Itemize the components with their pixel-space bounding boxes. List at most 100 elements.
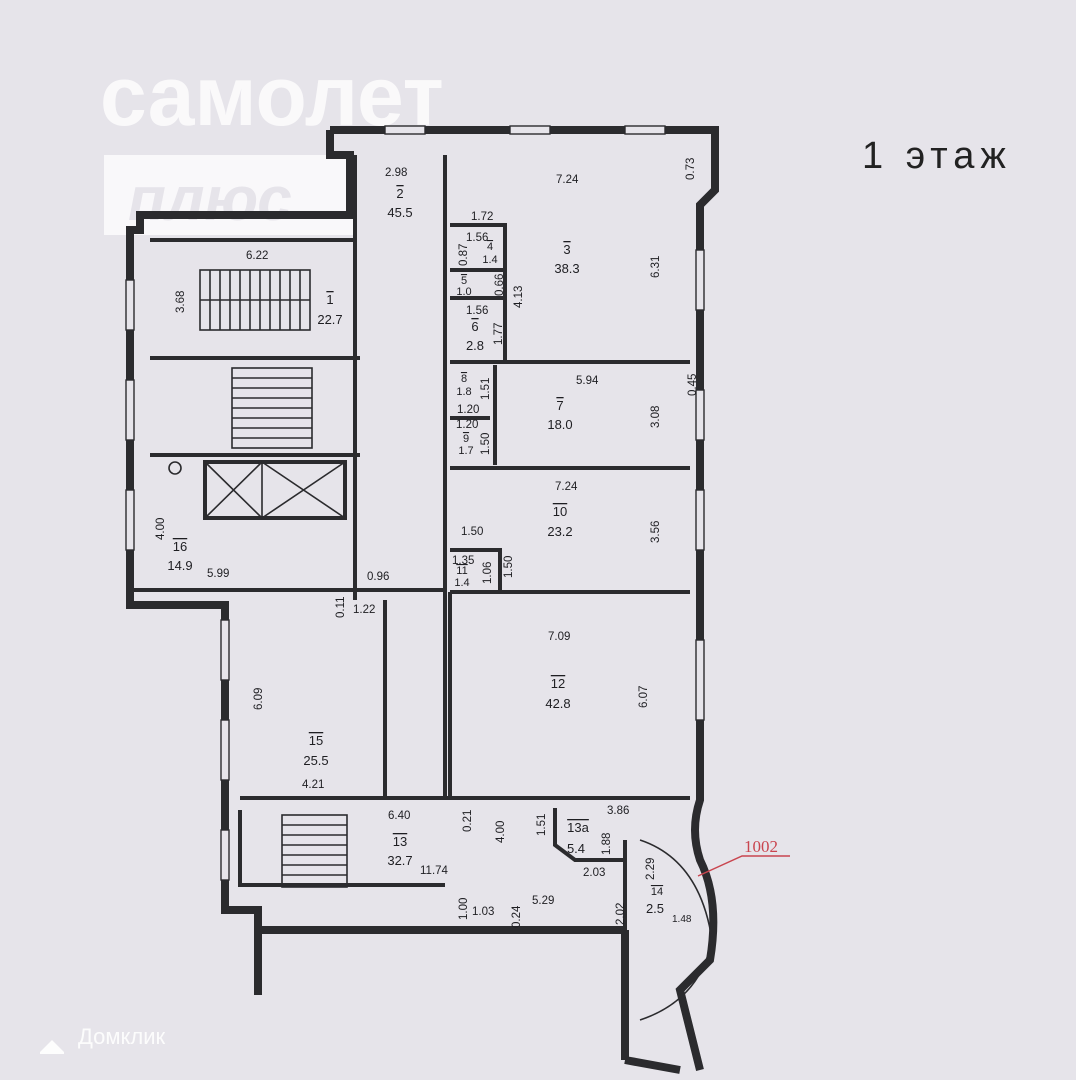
room-number: 12: [551, 676, 565, 691]
interior-walls: [130, 155, 690, 930]
dimension: 1.22: [353, 604, 375, 616]
column-marker: [168, 461, 182, 475]
room-number: 13: [393, 834, 407, 849]
dimension: 1.51: [480, 378, 492, 400]
dimension: 1.20: [457, 404, 479, 416]
room-area: 2.5: [646, 901, 664, 916]
annotation-label: 1002: [744, 837, 778, 856]
brand-watermark-plus: плюс: [128, 165, 292, 234]
room-area: 38.3: [554, 261, 579, 276]
dimension: 4.13: [513, 286, 525, 308]
dimension: 0.21: [462, 810, 474, 832]
annotation-leader-line: [697, 855, 790, 877]
room-number: 1: [326, 292, 333, 307]
dimension: 7.24: [555, 481, 578, 493]
room-number: 7: [556, 398, 563, 413]
dimension: 2.29: [645, 858, 657, 880]
brand-watermark-box: [104, 155, 354, 235]
dimension: 1.06: [482, 562, 494, 584]
dimension: 1.03: [472, 906, 494, 918]
room-number: 5: [461, 275, 467, 287]
room-labels: 122.7 245.5 338.3 41.4 51.0 62.8 718.0 8…: [167, 186, 664, 916]
dimension: 0.24: [511, 905, 523, 928]
dimension: 1.48: [672, 914, 692, 925]
room-number: 10: [553, 504, 567, 519]
dimension: 6.09: [253, 688, 265, 710]
dimension: 1.20: [456, 419, 478, 431]
dimension: 5.99: [207, 568, 229, 580]
dimension: 1.35: [452, 555, 474, 567]
room-number: 9: [463, 433, 469, 445]
room-number: 14: [651, 886, 663, 898]
dimension: 0.11: [335, 596, 347, 618]
room-number: 4: [487, 241, 493, 253]
dimension: 11.74: [420, 865, 449, 877]
room-area: 1.7: [458, 445, 473, 457]
room-area: 2.8: [466, 338, 484, 353]
dimension: 5.29: [532, 895, 554, 907]
room-number: 3: [563, 242, 570, 257]
elevator-shafts: [203, 460, 347, 520]
outer-wall-bottom: [262, 926, 681, 1074]
dimension: 3.86: [607, 805, 629, 817]
room-area: 1.0: [456, 286, 471, 298]
dimension: 3.68: [175, 291, 187, 313]
room-area: 14.9: [167, 558, 192, 573]
room-area: 1.8: [456, 386, 471, 398]
dimension: 1.50: [461, 526, 483, 538]
dimension: 6.31: [650, 256, 662, 278]
dimension: 1.50: [480, 433, 492, 455]
dimension: 2.03: [583, 867, 605, 879]
dimension: 1.56: [466, 305, 488, 317]
stairs: [199, 269, 348, 888]
dimension: 7.09: [548, 631, 570, 643]
dimension: 4.00: [495, 821, 507, 843]
room-area: 45.5: [387, 205, 412, 220]
bay-arc: [639, 839, 713, 1021]
dimension: 1.77: [493, 323, 505, 345]
dimension: 6.22: [246, 250, 268, 262]
room-number: 11: [456, 565, 467, 577]
outer-wall: [126, 126, 719, 1071]
room-number: 2: [396, 186, 403, 201]
dimension: 0.45: [687, 374, 699, 396]
room-area: 5.4: [567, 841, 585, 856]
dimension: 2.98: [385, 167, 407, 179]
dimension: 1.00: [458, 898, 470, 920]
dimension: 0.73: [685, 158, 697, 180]
windows: [125, 125, 705, 881]
dimension: 5.94: [576, 375, 599, 387]
room-area: 1.4: [482, 254, 497, 266]
floor-title: 1 этаж: [862, 135, 1012, 177]
room-area: 1.4: [454, 577, 469, 589]
dimension: 0.66: [494, 274, 506, 296]
room-number: 15: [309, 733, 323, 748]
room-number: 6: [471, 319, 478, 334]
dimension: 6.40: [388, 810, 410, 822]
dimension: 1.51: [536, 814, 548, 836]
dimension: 4.00: [155, 518, 167, 540]
room-area: 23.2: [547, 524, 572, 539]
dimension: 3.08: [650, 406, 662, 428]
dimension: 3.56: [650, 521, 662, 543]
dimension: 0.87: [458, 244, 470, 266]
room-area: 22.7: [317, 312, 342, 327]
domclick-watermark: Домклик: [78, 1024, 166, 1049]
room-area: 18.0: [547, 417, 572, 432]
room-number: 8: [461, 373, 467, 385]
dimension: 1.88: [601, 833, 613, 855]
dimension: 1.72: [471, 211, 493, 223]
dimension: 1.50: [503, 556, 515, 578]
dimension: 7.24: [556, 174, 579, 186]
room-number: 13а: [567, 820, 589, 835]
room-area: 25.5: [303, 753, 328, 768]
dimension: 0.96: [367, 571, 389, 583]
room-area: 42.8: [545, 696, 570, 711]
dimension: 1.56: [466, 232, 488, 244]
dimension: 2.02: [615, 903, 627, 925]
dimension: 6.07: [638, 686, 650, 708]
room-number: 16: [173, 539, 187, 554]
dimension: 4.21: [302, 779, 324, 791]
domclick-logo-icon: [40, 1040, 64, 1054]
